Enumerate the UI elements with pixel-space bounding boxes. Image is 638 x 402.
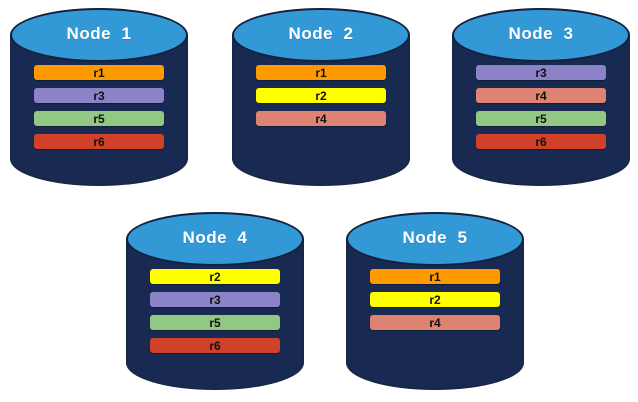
record-bar-list: r2 r3 r5 r6 xyxy=(150,269,280,353)
record-bar[interactable]: r4 xyxy=(256,111,386,126)
record-label: r2 xyxy=(315,88,327,103)
node-cylinder-4[interactable]: Node 4 r2 r3 r5 r6 xyxy=(126,212,304,390)
record-bar[interactable]: r4 xyxy=(370,315,500,330)
record-label: r4 xyxy=(429,315,441,330)
record-label: r3 xyxy=(209,292,221,307)
record-bar[interactable]: r3 xyxy=(476,65,606,80)
record-label: r5 xyxy=(209,315,221,330)
record-bar-list: r3 r4 r5 r6 xyxy=(476,65,606,149)
cylinder-bottom-cap xyxy=(10,159,188,186)
record-label: r3 xyxy=(93,88,105,103)
cylinder-bottom-cap xyxy=(346,363,524,390)
node-title: Node 2 xyxy=(288,24,354,43)
record-bar[interactable]: r2 xyxy=(150,269,280,284)
record-label: r4 xyxy=(315,111,327,126)
record-bar[interactable]: r3 xyxy=(34,88,164,103)
record-bar[interactable]: r1 xyxy=(256,65,386,80)
cylinder-bottom-cap xyxy=(452,159,630,186)
record-label: r5 xyxy=(93,111,105,126)
node-title: Node 3 xyxy=(508,24,574,43)
record-bar[interactable]: r6 xyxy=(150,338,280,353)
cylinder-bottom-cap xyxy=(232,159,410,186)
record-label: r6 xyxy=(93,134,105,149)
node-cylinder-5[interactable]: Node 5 r1 r2 r4 xyxy=(346,212,524,390)
record-bar[interactable]: r6 xyxy=(34,134,164,149)
record-label: r1 xyxy=(429,269,441,284)
node-cylinder-1[interactable]: Node 1 r1 r3 r5 r6 xyxy=(10,8,188,186)
record-bar[interactable]: r4 xyxy=(476,88,606,103)
record-bar[interactable]: r2 xyxy=(370,292,500,307)
cylinder-top-ellipse xyxy=(126,212,304,266)
record-label: r2 xyxy=(429,292,441,307)
cylinder-bottom-cap xyxy=(126,363,304,390)
record-bar[interactable]: r5 xyxy=(476,111,606,126)
cylinder-top-ellipse xyxy=(452,8,630,62)
node-title: Node 1 xyxy=(66,24,132,43)
record-bar[interactable]: r1 xyxy=(34,65,164,80)
cylinder-top-ellipse xyxy=(10,8,188,62)
record-label: r2 xyxy=(209,269,221,284)
node-title: Node 5 xyxy=(402,228,468,247)
record-bar[interactable]: r1 xyxy=(370,269,500,284)
node-cylinder-2[interactable]: Node 2 r1 r2 r4 xyxy=(232,8,410,186)
record-bar[interactable]: r3 xyxy=(150,292,280,307)
node-cylinder-3[interactable]: Node 3 r3 r4 r5 r6 xyxy=(452,8,630,186)
record-label: r6 xyxy=(535,134,547,149)
record-bar[interactable]: r2 xyxy=(256,88,386,103)
cylinder-top-ellipse xyxy=(346,212,524,266)
record-label: r4 xyxy=(535,88,547,103)
record-label: r1 xyxy=(93,65,105,80)
record-bar-list: r1 r3 r5 r6 xyxy=(34,65,164,149)
record-bar[interactable]: r5 xyxy=(34,111,164,126)
record-bar[interactable]: r5 xyxy=(150,315,280,330)
record-label: r6 xyxy=(209,338,221,353)
record-bar-list: r1 r2 r4 xyxy=(370,269,500,330)
record-bar[interactable]: r6 xyxy=(476,134,606,149)
record-label: r1 xyxy=(315,65,327,80)
cylinder-top-ellipse xyxy=(232,8,410,62)
record-bar-list: r1 r2 r4 xyxy=(256,65,386,126)
record-label: r5 xyxy=(535,111,547,126)
record-label: r3 xyxy=(535,65,547,80)
node-title: Node 4 xyxy=(182,228,248,247)
